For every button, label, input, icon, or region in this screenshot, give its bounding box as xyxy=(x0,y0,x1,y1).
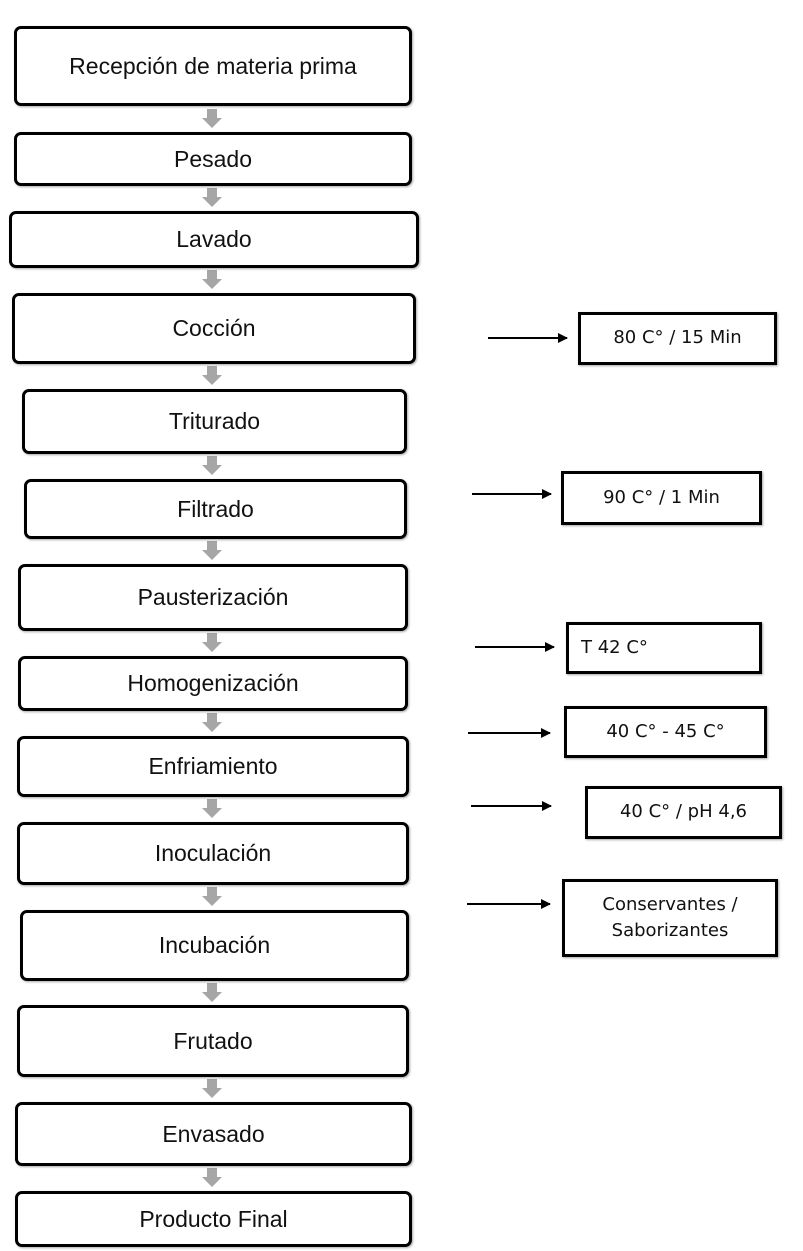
flow-arrow-3 xyxy=(202,270,222,289)
step-enfriamiento: Enfriamiento xyxy=(17,736,409,797)
param-homogenizacion: T 42 C° xyxy=(566,622,762,674)
param-inoculacion: 40 C° / pH 4,6 xyxy=(585,786,782,839)
flow-arrow-8 xyxy=(202,713,222,732)
step-pesado: Pesado xyxy=(14,132,412,186)
param-enfriamiento: 40 C° - 45 C° xyxy=(564,706,767,758)
step-inoculacion: Inoculación xyxy=(17,822,409,885)
step-envasado: Envasado xyxy=(15,1102,412,1166)
flow-arrow-4 xyxy=(202,366,222,385)
step-pausterizacion: Pausterización xyxy=(18,564,408,631)
param-filtrado: 90 C° / 1 Min xyxy=(561,471,762,525)
step-filtrado: Filtrado xyxy=(24,479,407,539)
step-lavado: Lavado xyxy=(9,211,419,268)
flow-arrow-13 xyxy=(202,1168,222,1187)
step-homogenizacion: Homogenización xyxy=(18,656,408,711)
flow-arrow-10 xyxy=(202,887,222,906)
step-incubacion: Incubación xyxy=(20,910,409,981)
step-coccion: Cocción xyxy=(12,293,416,364)
flow-arrow-7 xyxy=(202,633,222,652)
flow-arrow-11 xyxy=(202,983,222,1002)
step-recepcion: Recepción de materia prima xyxy=(14,26,412,106)
step-producto-final: Producto Final xyxy=(15,1191,412,1247)
flow-arrow-5 xyxy=(202,456,222,475)
step-triturado: Triturado xyxy=(22,389,407,454)
param-incubacion: Conservantes / Saborizantes xyxy=(562,879,778,957)
flow-arrow-1 xyxy=(202,109,222,128)
step-frutado: Frutado xyxy=(17,1005,409,1077)
flow-arrow-12 xyxy=(202,1079,222,1098)
flow-arrow-6 xyxy=(202,541,222,560)
param-coccion: 80 C° / 15 Min xyxy=(578,312,777,365)
flow-arrow-2 xyxy=(202,188,222,207)
flow-arrow-9 xyxy=(202,799,222,818)
